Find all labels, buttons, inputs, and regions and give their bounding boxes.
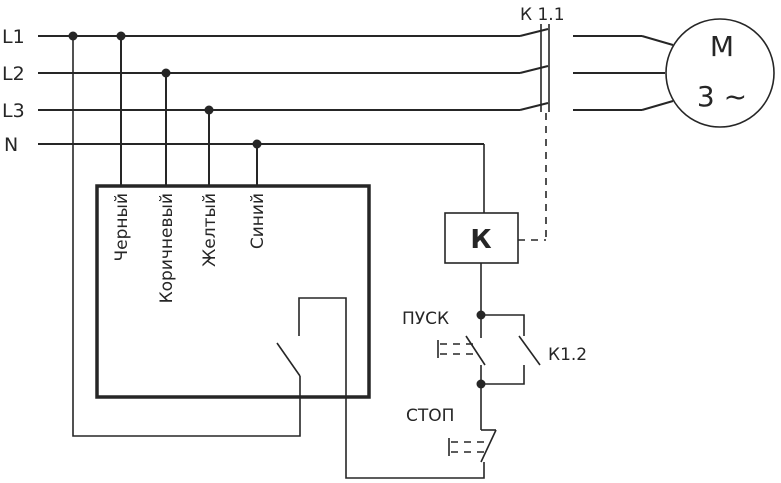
supply-lines [38,35,520,145]
start-contact-blade [465,335,486,366]
motor-symbol [665,18,775,128]
label-l2: L2 [2,63,25,85]
start-button [437,315,486,384]
wire-label-yellow: Желтый [200,193,220,267]
aux-contact-blade [518,335,541,366]
motor-letter: М [710,30,734,63]
wire-label-brown: Коричневый [157,193,177,303]
monitor-relay-box [95,184,371,399]
relay-contact-blade [276,342,301,377]
aux-upper-lead [481,314,525,336]
main-contact-blade-3 [519,102,549,111]
wire-label-blue: Синий [248,193,268,249]
stop-button [448,384,497,472]
motor-feed-1-bend [641,35,674,46]
relay-contact-to-stop-wire [298,297,485,479]
motor-phase: 3 ~ [697,80,747,113]
label-l1: L1 [2,26,25,48]
coil-label: К [470,225,491,255]
label-aux-contact: К1.2 [548,345,587,365]
aux-contact-k12 [481,314,541,385]
main-contact-blade-1 [519,28,549,37]
label-main-contacts: К 1.1 [520,5,565,25]
label-start: ПУСК [402,309,449,329]
label-l3: L3 [2,100,25,122]
wire-label-black: Черный [112,193,132,262]
motor-feed-3-bend [641,100,674,111]
label-stop: СТОП [406,406,454,426]
relay-contact-to-l1-wire [72,36,301,437]
main-contacts-k11 [518,24,674,241]
label-n: N [4,134,18,156]
aux-lower-lead [481,365,525,385]
stop-contact-blade [480,429,497,463]
main-contact-blade-2 [519,65,549,74]
relay-output-contact [72,36,485,479]
